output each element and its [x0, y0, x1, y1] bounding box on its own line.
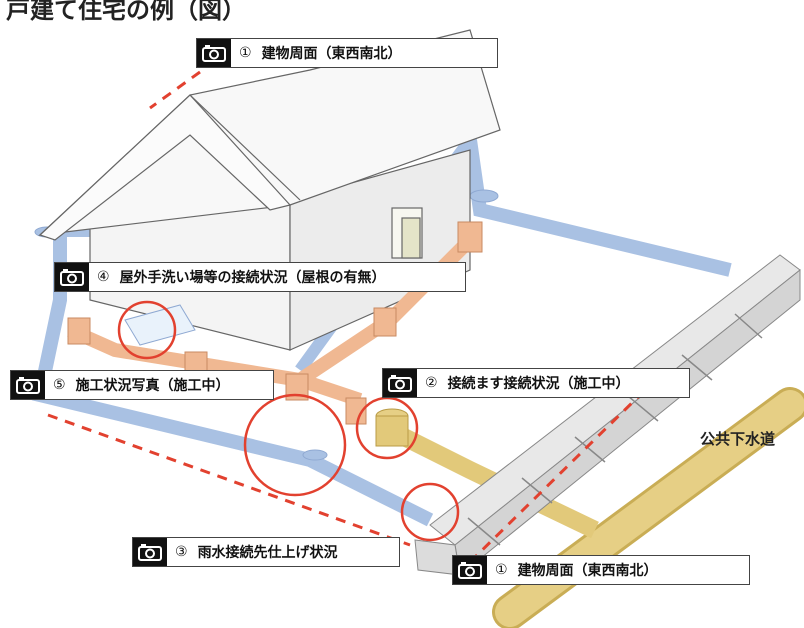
callout-3: ③ 雨水接続先仕上げ状況: [132, 537, 400, 567]
callout-1-top: ① 建物周面（東西南北）: [196, 38, 498, 68]
outdoor-basin: [124, 304, 196, 346]
camera-icon: [133, 538, 167, 566]
camera-icon: [197, 39, 231, 67]
dashed-sight-lines: [47, 70, 642, 564]
sewage-pipes: [67, 221, 483, 425]
marker-circles: [117, 300, 460, 542]
camera-icon: [383, 369, 417, 397]
callout-text: 施工状況写真（施工中）: [75, 378, 230, 394]
callout-5: ⑤ 施工状況写真（施工中）: [10, 370, 274, 400]
callout-number: ①: [495, 562, 508, 578]
callout-2: ② 接続ます接続状況（施工中）: [382, 368, 690, 398]
callout-4: ④ 屋外手洗い場等の接続状況（屋根の有無）: [54, 262, 466, 292]
callout-1-bottom: ① 建物周面（東西南北）: [452, 555, 750, 585]
camera-icon: [11, 371, 45, 399]
connection-box: [375, 415, 409, 447]
camera-icon: [453, 556, 487, 584]
camera-icon: [55, 263, 89, 291]
page-title: 戸建て住宅の例（図）: [6, 0, 246, 24]
callout-number: ④: [97, 269, 110, 285]
callout-text: 雨水接続先仕上げ状況: [197, 545, 338, 561]
callout-text: 接続ます接続状況（施工中）: [447, 376, 630, 392]
callout-text: 屋外手洗い場等の接続状況（屋根の有無）: [119, 270, 386, 286]
public-sewer-label: 公共下水道: [700, 430, 776, 448]
callout-number: ②: [425, 375, 438, 391]
callout-text: 建物周面（東西南北）: [517, 563, 658, 579]
house-roof: [38, 29, 501, 241]
callout-number: ③: [175, 544, 188, 560]
callout-number: ①: [239, 45, 252, 61]
sewer-branch-pipe: [385, 421, 599, 539]
curb-blocks: [414, 254, 801, 576]
callout-number: ⑤: [53, 377, 66, 393]
callout-text: 建物周面（東西南北）: [261, 46, 402, 62]
